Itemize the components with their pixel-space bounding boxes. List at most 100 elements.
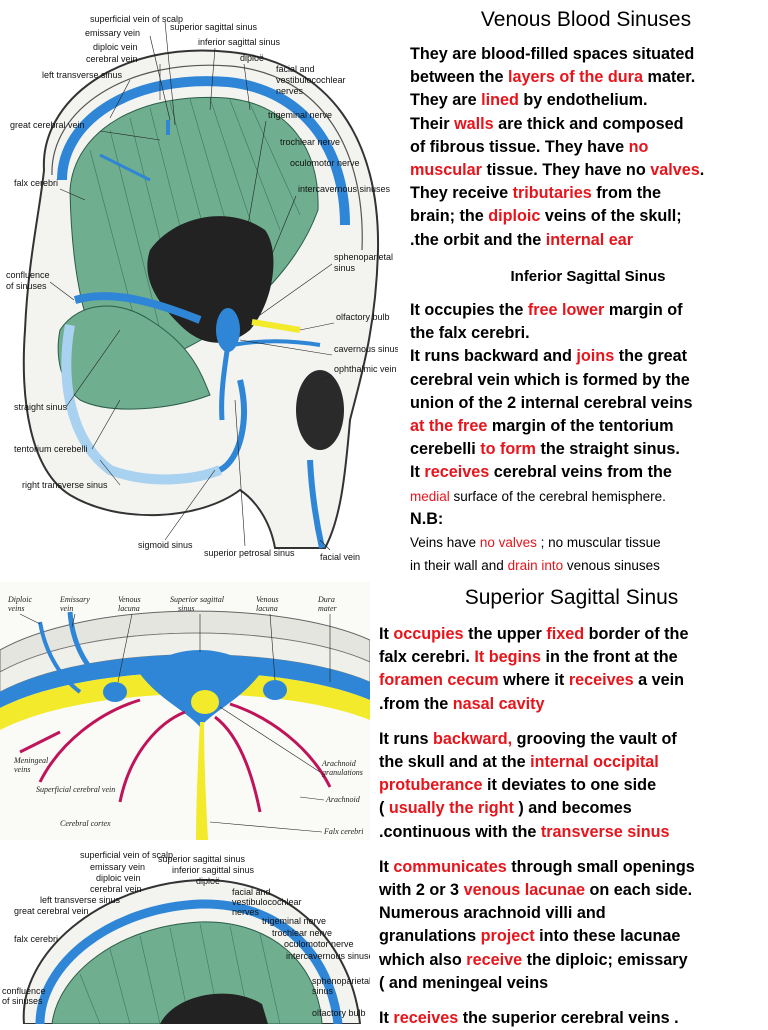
- text-segment: It: [410, 463, 425, 482]
- highlight-text: internal ear: [545, 230, 634, 249]
- highlight-text: backward,: [432, 729, 513, 748]
- text-line: It occupies the free lower margin of: [410, 299, 766, 322]
- label-arachnoid: Arachnoid: [325, 795, 361, 804]
- text-line: granulations project into these lacunae: [379, 925, 764, 948]
- label-inferior-sagittal-sinus-2: inferior sagittal sinus: [172, 865, 255, 875]
- label-facial-1: facial and: [276, 64, 315, 74]
- label-facial-2-3: nerves: [232, 907, 260, 917]
- highlight-text: project: [480, 927, 535, 946]
- label-emissary-vein-2: emissary vein: [90, 862, 145, 872]
- text-line: It receives the superior cerebral veins …: [379, 1007, 764, 1030]
- text-segment: .from the: [379, 694, 453, 713]
- figure-venous-sinuses-skull-repeat: superficial vein of scalp emissary vein …: [0, 844, 370, 1024]
- text-line: It runs backward, grooving the vault of: [379, 728, 764, 751]
- text-segment: by endothelium.: [518, 91, 648, 110]
- label-meningeal-1: Meningeal: [13, 756, 49, 765]
- text-line: .the orbit and the internal ear: [410, 229, 762, 252]
- highlight-text: receives: [424, 463, 490, 482]
- label-trochlear-nerve: trochlear nerve: [280, 137, 340, 147]
- text-line: ( and meningeal veins: [379, 972, 764, 995]
- text-line: the falx cerebri.: [410, 322, 766, 345]
- text-line: union of the 2 internal cerebral veins: [410, 392, 766, 415]
- nb-label: N.B:: [410, 509, 444, 528]
- label-emissary-1: Emissary: [59, 595, 90, 604]
- text-segment: It runs backward and: [410, 347, 577, 366]
- label-superior-sagittal-sinus: superior sagittal sinus: [170, 22, 258, 32]
- text-segment: of fibrous tissue. They have: [410, 137, 629, 156]
- label-venous-lacuna-2: lacuna: [118, 604, 140, 613]
- text-segment: granulations: [379, 927, 481, 946]
- text-line: It occupies the upper fixed border of th…: [379, 623, 764, 646]
- highlight-text: communicates: [393, 857, 507, 876]
- text-segment: ; no muscular tissue: [536, 535, 661, 551]
- highlight-text: foramen cecum: [379, 671, 499, 690]
- heading-superior-sagittal-sinus: Superior Sagittal Sinus: [464, 586, 679, 609]
- text-segment: in the front at the: [540, 648, 678, 667]
- label-sphenoparietal-2: sinus: [334, 263, 356, 273]
- text-segment: the straight sinus.: [535, 440, 680, 459]
- highlight-text: nasal cavity: [452, 694, 545, 713]
- highlight-text: internal occipital: [530, 753, 659, 772]
- label-left-transverse-sinus-2: left transverse sinus: [40, 895, 121, 905]
- text-segment: cerebral vein which is formed by the: [410, 370, 690, 389]
- highlight-text: receive: [466, 950, 523, 969]
- text-segment: into these lacunae: [534, 927, 681, 946]
- label-facial-2-1: facial and: [232, 887, 271, 897]
- text-line: which also receive the diploic; emissary: [379, 949, 764, 972]
- text-segment: They receive: [410, 184, 513, 203]
- text-segment: where it: [498, 671, 569, 690]
- text-segment: on each side.: [585, 881, 693, 900]
- text-line: muscular tissue. They have no valves.: [410, 159, 762, 182]
- label-left-transverse-sinus: left transverse sinus: [42, 70, 123, 80]
- label-diploe: diploë: [240, 53, 264, 63]
- highlight-text: valves: [650, 161, 700, 180]
- label-sphenoparietal-1: sphenoparietal: [334, 252, 393, 262]
- text-line: of fibrous tissue. They have no: [410, 136, 762, 159]
- heading-venous-blood-sinuses: Venous Blood Sinuses: [480, 8, 692, 31]
- label-confluence-2-1: confluence: [2, 986, 46, 996]
- highlight-text: free lower: [527, 301, 605, 319]
- text-segment: grooving the vault of: [512, 729, 677, 748]
- text-segment: mater.: [643, 68, 696, 87]
- label-superior-sagittal-2: sinus: [178, 604, 194, 613]
- label-arachnoid-gran-2: granulations: [322, 768, 363, 777]
- text-segment: It: [379, 857, 394, 876]
- text-segment: which also: [379, 950, 467, 969]
- text-line: It receives cerebral veins from the: [410, 461, 766, 484]
- label-superior-sagittal-sinus-2: superior sagittal sinus: [158, 854, 246, 864]
- label-superficial-vein-scalp-2: superficial vein of scalp: [80, 850, 173, 860]
- text-segment: .: [699, 161, 705, 180]
- text-segment: the superior cerebral veins .: [458, 1009, 679, 1028]
- label-diploe-2: diploë: [196, 876, 220, 886]
- text-line: .from the nasal cavity: [379, 693, 764, 716]
- label-facial-3: nerves: [276, 86, 304, 96]
- highlight-text: usually the right: [388, 799, 514, 818]
- label-arachnoid-gran-1: Arachnoid: [321, 759, 357, 768]
- highlight-text: It begins: [474, 648, 541, 667]
- figure-venous-sinuses-skull: superficial vein of scalp emissary vein …: [0, 0, 398, 574]
- text-line: They are blood-filled spaces situated: [410, 43, 762, 66]
- text-segment: through small openings: [506, 857, 695, 876]
- label-oculomotor-nerve: oculomotor nerve: [290, 158, 360, 168]
- text-segment: the diploic; emissary: [522, 950, 688, 969]
- label-emissary-vein: emissary vein: [85, 28, 140, 38]
- label-facial-2: vestibulocochlear: [276, 75, 346, 85]
- label-confluence-1: confluence: [6, 270, 50, 280]
- label-superior-sagittal-1: Superior sagittal: [170, 595, 225, 604]
- text-segment: It runs: [379, 729, 433, 748]
- highlight-text: joins: [576, 347, 615, 366]
- text-segment: the great: [614, 347, 688, 366]
- text-line: in their wall and drain into venous sinu…: [410, 554, 766, 577]
- label-facial-vein: facial vein: [320, 552, 360, 562]
- label-falx-cerebri: Falx cerebri: [323, 827, 363, 836]
- text-line: Veins have no valves ; no muscular tissu…: [410, 531, 766, 554]
- text-segment: Their: [410, 114, 455, 133]
- text-segment: cerebelli: [410, 440, 481, 459]
- highlight-text: lined: [481, 91, 519, 110]
- highlight-text: to form: [480, 440, 536, 459]
- text-segment: surface of the cerebral hemisphere.: [449, 488, 666, 504]
- highlight-text: fixed: [546, 625, 585, 643]
- text-segment: brain; the: [410, 207, 489, 226]
- text-segment: They are: [410, 91, 482, 110]
- label-cerebral-vein: cerebral vein: [86, 54, 138, 64]
